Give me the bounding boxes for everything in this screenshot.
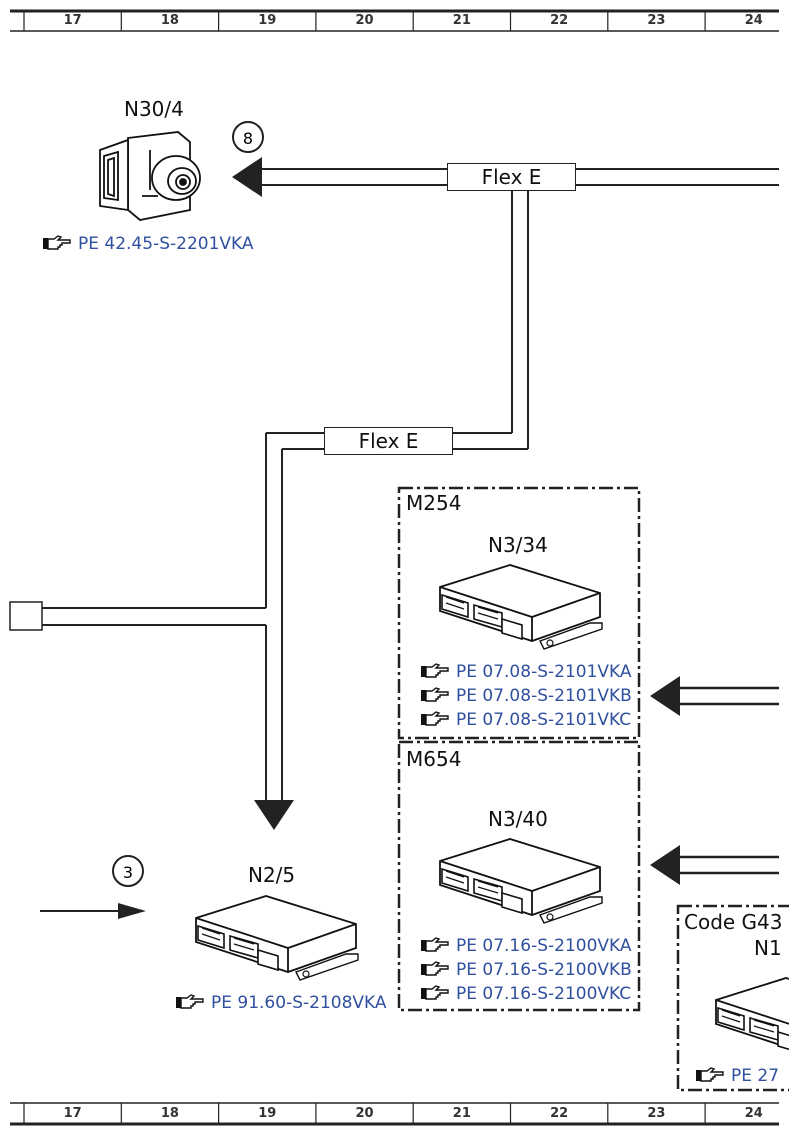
n2-5-ref-link[interactable]: PE 91.60-S-2108VKA [175,993,387,1015]
flex-e-label-upper: Flex E [447,163,576,191]
ruler-column-label: 23 [647,1106,666,1121]
group-label-code-g43: Code G43 [684,910,783,934]
n3-34-ecu-icon [439,564,603,650]
pointing-hand-icon [420,711,450,732]
pointing-hand-icon [420,961,450,982]
ruler-column-label: 22 [550,1106,569,1121]
n2-5-label: N2/5 [248,863,296,887]
pointing-hand-icon [420,985,450,1006]
marker-8: 8 [232,121,264,153]
n3-40-label: N3/40 [488,807,548,831]
n30-4-unit-icon [99,131,201,221]
pointing-hand-icon [420,937,450,958]
n30-4-label: N30/4 [124,97,184,121]
n3-34-ref-link-2[interactable]: PE 07.08-S-2101VKB [420,686,632,708]
ruler-column-label: 17 [63,13,82,28]
code-g43-ref-link[interactable]: PE 27 [695,1066,779,1088]
ruler-column-label: 17 [63,1106,82,1121]
pointing-hand-icon [695,1067,725,1088]
pointing-hand-icon [42,235,72,256]
ruler-column-label: 18 [160,13,179,28]
ruler-column-label: 20 [355,13,374,28]
n30-4-ref-link[interactable]: PE 42.45-S-2201VKA [42,234,254,256]
ruler-column-label: 21 [452,13,471,28]
n3-34-ref-link-1[interactable]: PE 07.08-S-2101VKA [420,662,632,684]
n3-34-ref-link-3[interactable]: PE 07.08-S-2101VKC [420,710,631,732]
right-bus-m254 [680,686,779,706]
n3-34-label: N3/34 [488,533,548,557]
n1-label: N1 [754,936,782,960]
group-box-m654 [397,740,641,1012]
left-connector-box [9,601,43,631]
arrow-to-n3-34 [650,676,680,716]
ruler-column-label: 20 [355,1106,374,1121]
group-box-code-g43 [676,904,789,1092]
n3-40-ref-link-3[interactable]: PE 07.16-S-2100VKC [420,984,631,1006]
marker-3: 3 [112,855,144,887]
ruler-column-label: 19 [258,13,277,28]
ruler-column-label: 24 [744,1106,763,1121]
pointing-hand-icon [175,994,205,1015]
bottom-ruler [10,1102,779,1126]
ruler-column-label: 22 [550,13,569,28]
ruler-column-label: 18 [160,1106,179,1121]
pointing-hand-icon [420,687,450,708]
n3-40-ecu-icon [439,838,603,924]
right-bus-m654 [680,855,779,875]
n2-5-ecu-icon [195,895,359,981]
n3-40-ref-link-2[interactable]: PE 07.16-S-2100VKB [420,960,632,982]
group-label-m254: M254 [406,491,462,515]
pointing-hand-icon [420,663,450,684]
arrow-to-n2-5 [254,800,294,830]
n3-40-ref-link-1[interactable]: PE 07.16-S-2100VKA [420,936,632,958]
arrow-from-marker-3 [118,903,146,919]
ruler-column-label: 23 [647,13,666,28]
group-box-m254 [397,486,641,740]
arrow-to-n30-4 [232,157,262,197]
arrow-to-n3-40 [650,845,680,885]
flex-e-label-lower: Flex E [324,427,453,455]
ruler-column-label: 24 [744,13,763,28]
ruler-column-label: 19 [258,1106,277,1121]
code-g43-clip: Code G43 N1 PE 27 [681,908,789,1098]
ruler-column-label: 21 [452,1106,471,1121]
group-label-m654: M654 [406,747,462,771]
top-ruler [10,9,779,32]
